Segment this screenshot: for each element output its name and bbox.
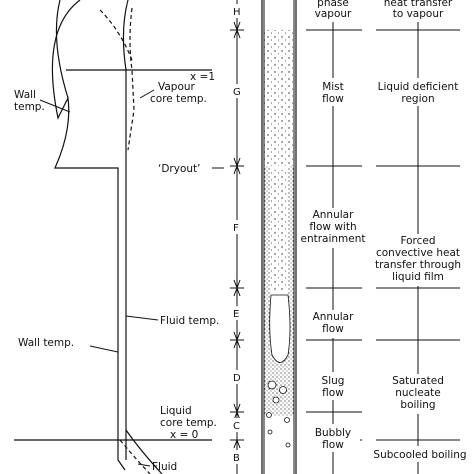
ht-liquid-deficient-2: region: [401, 93, 434, 105]
zone-label-c: C: [233, 421, 240, 432]
regime-annular-ent-1: Annular: [313, 209, 354, 221]
fluid-temp-leader: [125, 315, 159, 321]
regime-slug-1: Slug: [322, 375, 345, 387]
wall-temp-bottom-label: Wall temp.: [18, 337, 74, 349]
vapour-core-leader: [139, 89, 155, 99]
regime-slug-2: flow: [322, 387, 344, 399]
zone-label-e: E: [233, 309, 239, 320]
ht-forced-2: convective heat: [376, 247, 460, 259]
ht-subcooled: Subcooled boiling: [373, 449, 466, 461]
ht-forced-3: transfer through: [375, 259, 461, 271]
vapour-core-dashed-2: [99, 9, 133, 61]
vapour-core-dashed: [127, 7, 135, 151]
zone-label-b: B: [233, 453, 240, 464]
wall-temp-leader: [39, 99, 71, 113]
ht-saturated-1: Saturated: [392, 375, 444, 387]
ht-saturated-3: boiling: [400, 399, 435, 411]
dryout-label: ‘Dryout’: [158, 163, 201, 175]
zone-label-d: D: [233, 373, 241, 384]
liquid-core-label-1: Liquid: [160, 405, 192, 417]
ht-forced-1: Forced: [400, 235, 435, 247]
ht-forced-4: liquid film: [392, 271, 444, 283]
ht-liquid-deficient-1: Liquid deficient: [378, 81, 459, 93]
evaporator-tube: [261, 0, 297, 474]
regime-annular-ent-3: entrainment: [300, 233, 365, 245]
wall-temp-bottom-leader: [89, 345, 119, 353]
regime-mist-1: Mist: [322, 81, 344, 93]
liquid-core-dashed: [119, 439, 151, 474]
ht-top-1: heat transfer: [384, 0, 453, 9]
wall-temp-top-label-2: temp.: [14, 101, 45, 113]
regime-mist-2: flow: [322, 93, 344, 105]
zone-scale: [230, 0, 244, 474]
fluid-bottom-leader: [137, 463, 151, 467]
wall-temp-curve-inner: [55, 0, 69, 99]
vapour-core-label-1: Vapour: [158, 81, 196, 93]
regime-top-1: phase: [317, 0, 349, 9]
wall-temp-top-label-1: Wall: [14, 89, 36, 101]
regime-annular-2: flow: [322, 323, 344, 335]
vapour-core-label-2: core temp.: [150, 93, 207, 105]
fluid-bottom-label: Fluid: [152, 461, 177, 473]
regime-top-2: vapour: [315, 8, 352, 20]
zone-label-h: H: [233, 7, 241, 18]
wall-temp-curve-upper: [51, 0, 126, 471]
x-zero-label: x = 0: [170, 429, 198, 441]
temperature-profile: [14, 0, 224, 474]
liquid-core-curve: [125, 429, 163, 474]
ht-top-2: to vapour: [393, 8, 444, 20]
liquid-core-label-2: core temp.: [160, 417, 217, 429]
x-one-label: x =1: [190, 71, 215, 83]
fluid-temp-label: Fluid temp.: [160, 315, 219, 327]
ht-saturated-2: nucleate: [395, 387, 440, 399]
zone-label-f: F: [233, 223, 239, 234]
regime-annular-ent-2: flow with: [309, 221, 356, 233]
zone-label-g: G: [233, 87, 241, 98]
fluid-temp-line: [122, 0, 129, 460]
regime-bubbly-2: flow: [322, 439, 344, 451]
regime-bubbly-1: Bubbly: [315, 427, 351, 439]
regime-annular-1: Annular: [313, 311, 354, 323]
